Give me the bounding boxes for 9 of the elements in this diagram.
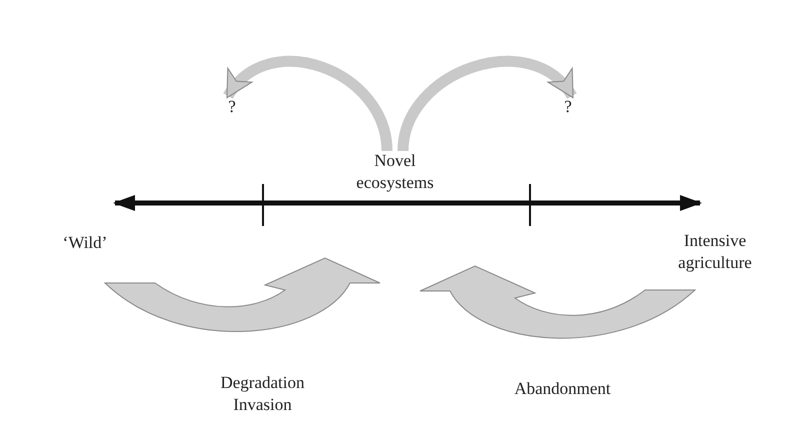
question-mark: ? — [558, 96, 578, 118]
process-label: Degradation Invasion — [219, 372, 306, 416]
axis-end-label: ‘Wild’ — [62, 232, 108, 254]
curved-arrow — [398, 56, 576, 152]
axis-end-label: Intensive agriculture — [677, 230, 753, 274]
question-mark: ? — [222, 96, 242, 118]
node-label: Novel ecosystems — [340, 150, 450, 194]
process-label: Abandonment — [513, 378, 612, 400]
curved-arrow — [224, 56, 392, 152]
